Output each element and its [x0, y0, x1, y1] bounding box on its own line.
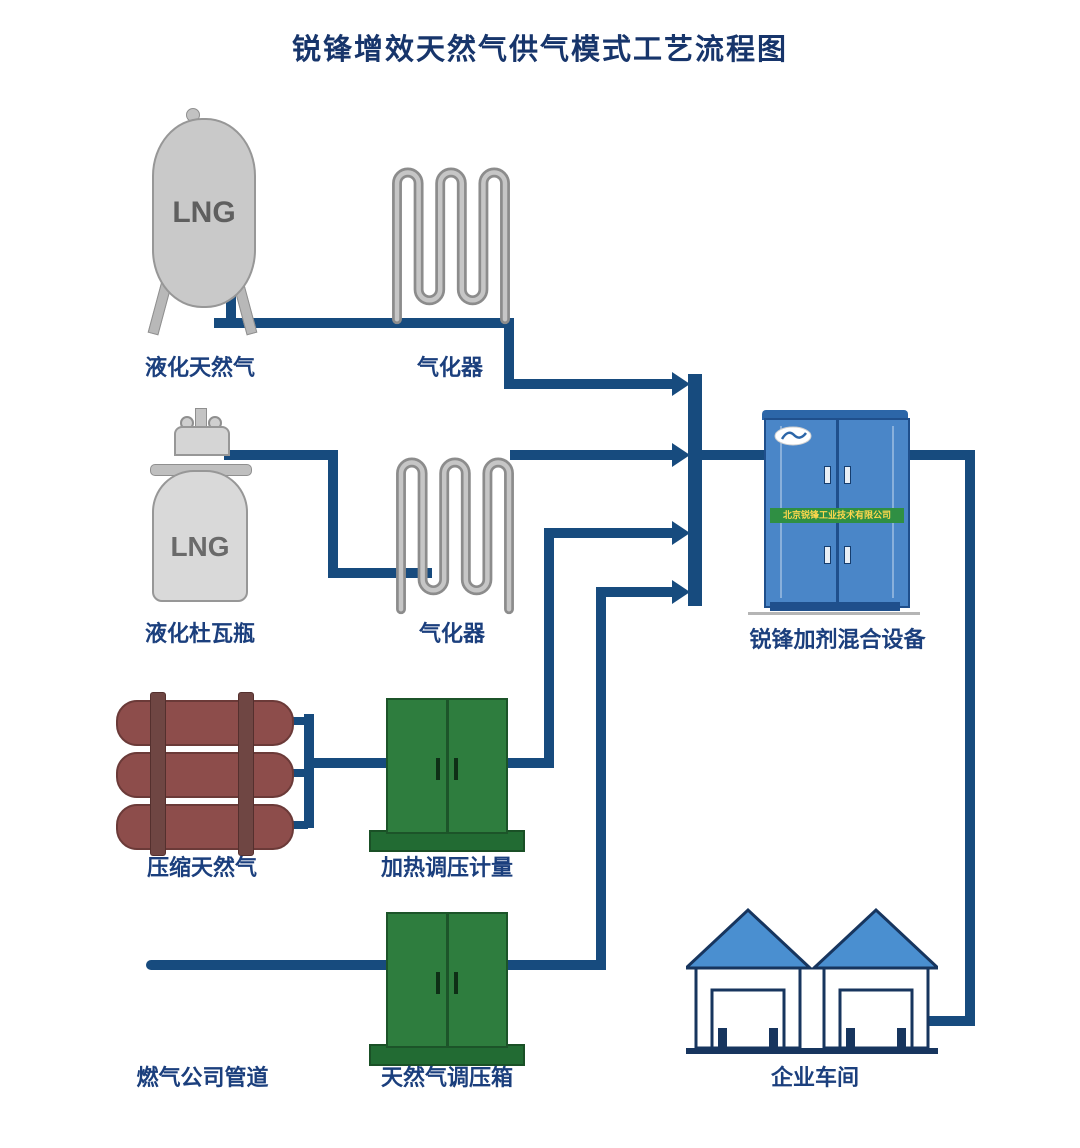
label-workshop: 企业车间	[770, 1065, 859, 1090]
cabinet-body	[386, 698, 508, 834]
pipe-segment	[700, 450, 766, 460]
label-regulator-box: 天然气调压箱	[380, 1065, 513, 1090]
pipe-segment	[544, 528, 676, 538]
lng-tank-text: LNG	[172, 196, 236, 229]
label-vaporizer-top: 气化器	[416, 355, 483, 380]
vaporizer-mid	[392, 442, 518, 623]
door-handle	[454, 972, 458, 994]
pipe-segment	[328, 568, 432, 578]
pipe-segment	[328, 450, 338, 578]
flow-arrow	[672, 372, 690, 396]
label-lng-tank: 液化天然气	[144, 355, 255, 380]
pipe-segment	[502, 960, 606, 970]
door-handle	[436, 758, 440, 780]
pipe-segment	[544, 528, 554, 768]
door-handle	[844, 466, 851, 484]
label-gas-pipeline: 燃气公司管道	[136, 1065, 269, 1090]
label-vaporizer-mid: 气化器	[418, 621, 485, 646]
flow-arrow	[672, 580, 690, 604]
pipe-segment	[502, 758, 554, 768]
mixer-base	[770, 602, 900, 611]
pipe-segment	[226, 292, 236, 322]
cng-cylinder	[116, 700, 294, 746]
diagram-title: 锐锋增效天然气供气模式工艺流程图	[291, 34, 788, 66]
brand-name-plate: 北京锐锋工业技术有限公司	[770, 508, 904, 523]
cng-cylinder	[116, 804, 294, 850]
pipe-segment	[510, 450, 676, 460]
label-additive-mixer: 锐锋加剂混合设备	[749, 627, 926, 652]
cylinder-strap	[238, 692, 254, 856]
pipe-segment	[282, 821, 308, 829]
lng-tank-body: LNG	[152, 118, 256, 308]
flow-arrow	[672, 443, 690, 467]
workshop-ground-line	[686, 1048, 938, 1054]
enterprise-workshop-buildings	[682, 904, 942, 1057]
pipe-segment	[282, 717, 308, 725]
pipe-segment	[596, 587, 606, 970]
pipe-segment	[214, 318, 514, 328]
door-handle	[436, 972, 440, 994]
pipe-segment	[965, 450, 975, 1026]
vaporizer-top	[388, 152, 514, 333]
door-handle	[824, 546, 831, 564]
pipe-segment	[504, 318, 514, 389]
pipe-segment	[304, 758, 390, 768]
mixer-top-cap	[762, 410, 908, 420]
door-handle	[824, 466, 831, 484]
pipe-segment	[146, 960, 390, 970]
pipe-segment	[596, 587, 676, 597]
cylinder-strap	[150, 692, 166, 856]
door-handle	[844, 546, 851, 564]
flow-arrow	[672, 521, 690, 545]
mixer-body: 北京锐锋工业技术有限公司	[764, 418, 910, 608]
pipe-segment	[920, 1016, 975, 1026]
pipe-segment	[900, 450, 975, 460]
label-heating-metering: 加热调压计量	[380, 855, 513, 880]
dewar-text: LNG	[170, 531, 230, 562]
brand-logo-icon	[774, 426, 812, 451]
additive-mixer-cabinet: 北京锐锋工业技术有限公司	[760, 410, 910, 615]
door-handle	[454, 758, 458, 780]
cabinet-body	[386, 912, 508, 1048]
label-dewar: 液化杜瓦瓶	[144, 621, 255, 646]
dewar-cap	[174, 426, 230, 456]
label-cng: 压缩天然气	[146, 855, 257, 880]
pipe-segment	[282, 769, 308, 777]
cabinet-door-divider	[446, 700, 449, 832]
cng-cylinder	[116, 752, 294, 798]
pipe-segment	[224, 450, 338, 460]
collector-header-pipe	[688, 374, 702, 606]
mixer-ground-line	[748, 612, 920, 615]
dewar-body: LNG	[152, 470, 248, 602]
pipe-segment	[504, 379, 676, 389]
pipe-segment	[304, 714, 314, 828]
cabinet-door-divider	[446, 914, 449, 1046]
